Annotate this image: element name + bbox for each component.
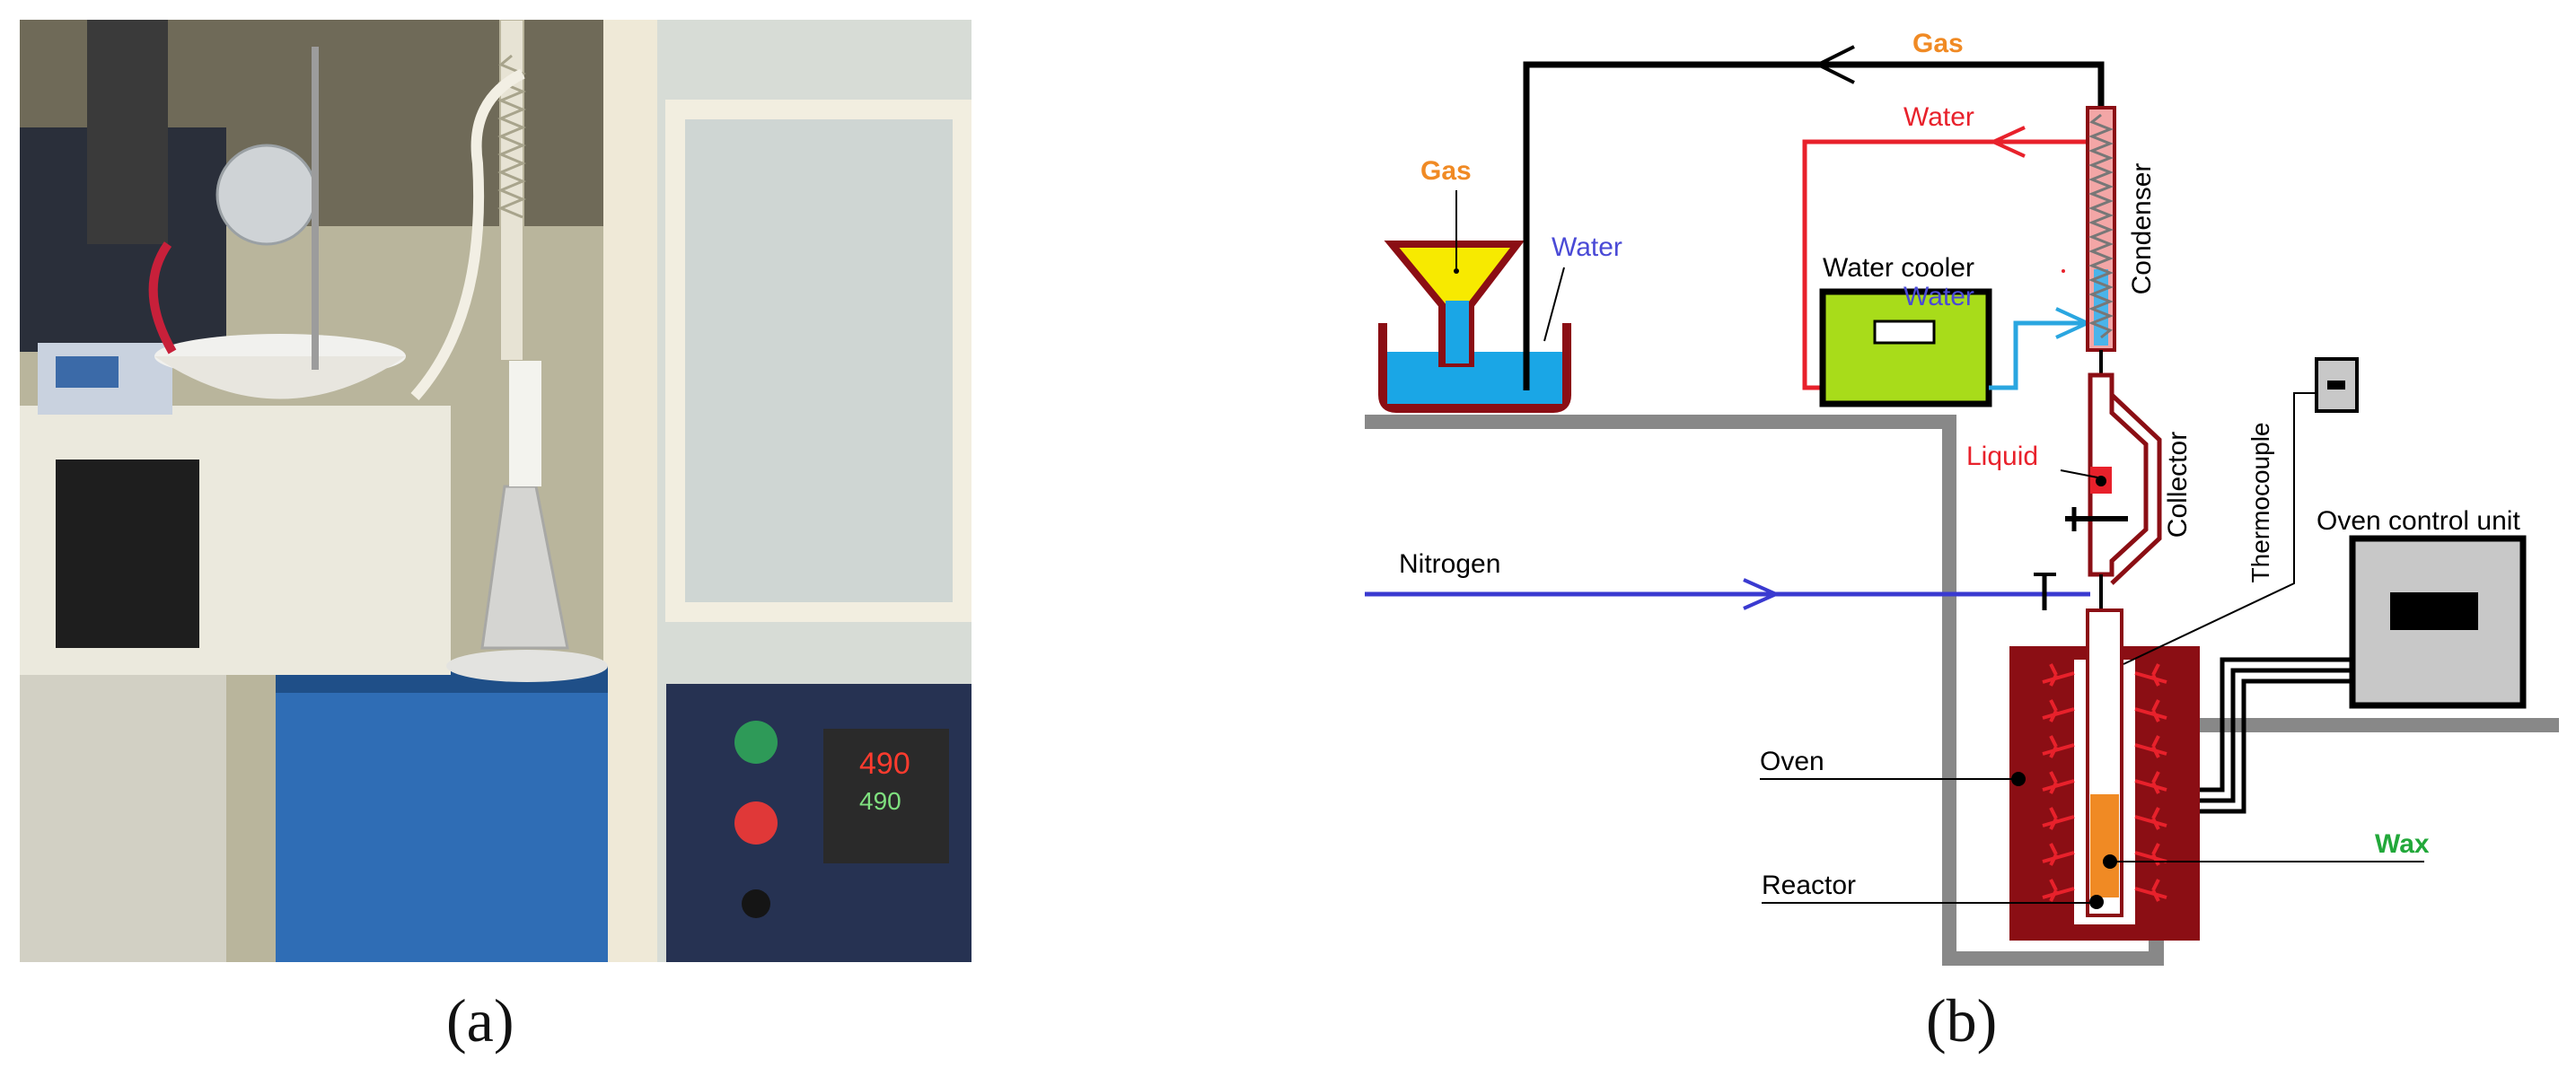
nitrogen-arrow <box>1743 578 1780 610</box>
collector <box>2088 372 2149 577</box>
water-feed-label: Water <box>1903 282 1974 311</box>
collector-label: Collector <box>2163 432 2193 538</box>
panel-a-caption: (a) <box>446 986 514 1055</box>
thermocouple-wire <box>2123 392 2317 665</box>
water-feed-line <box>1989 320 2083 390</box>
liquid-label: Liquid <box>1966 442 2038 471</box>
condenser-label: Condenser <box>2127 163 2157 295</box>
water-cooler-display <box>1873 320 1936 345</box>
gas-funnel-label: Gas <box>1420 156 1472 186</box>
water-return-arrow <box>1989 126 2026 158</box>
water-bath-container <box>1378 323 1571 413</box>
thermocouple-label: Thermocouple <box>2246 423 2274 583</box>
water-return-line <box>1802 139 2101 390</box>
gas-line <box>1523 61 2105 390</box>
heating-elements-left <box>2042 663 2075 902</box>
pyrolysis-schematic: Gas Water Gas Water Water cooler Water C… <box>1365 29 2559 966</box>
oven-control-display <box>2390 592 2478 630</box>
wax-fill <box>2090 794 2119 897</box>
oven-control-unit-label: Oven control unit <box>2317 506 2520 536</box>
control-cables <box>2200 657 2352 814</box>
heating-elements-right <box>2134 663 2167 902</box>
water-bath-label: Water <box>1552 232 1622 262</box>
panel-b-caption: (b) <box>1926 986 1998 1055</box>
condenser-coil <box>2088 113 2114 339</box>
lab-setup-photo: 490 490 <box>20 20 971 962</box>
gas-line-label: Gas <box>1912 29 1964 58</box>
gas-flow-arrow <box>1814 45 1855 84</box>
water-return-label: Water <box>1903 102 1974 132</box>
nitrogen-label: Nitrogen <box>1399 549 1500 579</box>
temperature-readout-top: 490 <box>859 747 910 781</box>
bath-water <box>1387 352 1562 404</box>
reactor-label: Reactor <box>1762 871 1856 900</box>
wax-label: Wax <box>2375 829 2430 859</box>
oven-label: Oven <box>1760 747 1824 776</box>
temperature-readout-bottom: 490 <box>859 787 901 815</box>
water-cooler <box>1819 288 1992 407</box>
water-cooler-label: Water cooler <box>1823 253 1974 283</box>
